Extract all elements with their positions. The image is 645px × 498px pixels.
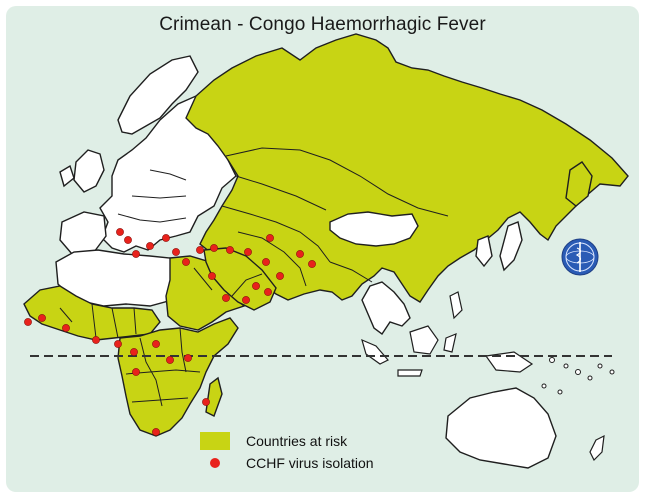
isolation-site-marker [114,340,122,348]
isolation-site-marker [184,354,192,362]
isolation-site-marker [152,340,160,348]
legend-item-countries-at-risk: Countries at risk [200,430,347,452]
region-southeast-asia [361,281,411,336]
isolation-site-marker [296,250,304,258]
isolation-site-marker [172,248,180,256]
region-java [397,369,423,377]
region-sumatra [361,338,389,365]
isolation-site-marker [132,368,140,376]
isolation-site-marker [196,246,204,254]
isolation-site-marker [210,244,218,252]
isolation-site-marker [124,236,132,244]
legend-label: CCHF virus isolation [246,455,374,471]
region-borneo [409,325,439,355]
isolation-site-marker [24,318,32,326]
region-central-southern-africa-at-risk [117,317,239,437]
isolation-site-marker [266,234,274,242]
isolation-site-marker [244,248,252,256]
isolation-site-marker [130,348,138,356]
isolation-site-marker [264,288,272,296]
legend-swatch-at-risk [200,432,230,450]
isolation-site-marker [276,272,284,280]
region-kamchatka [565,161,593,207]
region-australia [445,387,557,469]
region-west-africa-at-risk [23,285,161,341]
isolation-site-marker [146,242,154,250]
isolation-site-marker [202,398,210,406]
isolation-site-marker [182,258,190,266]
region-british-isles [73,149,105,193]
isolation-site-marker [162,234,170,242]
isolation-site-marker [222,294,230,302]
isolation-site-marker [308,260,316,268]
isolation-sites [24,228,316,436]
region-scandinavia [117,55,199,135]
isolation-site-marker [62,324,70,332]
isolation-site-marker [262,258,270,266]
region-ireland [59,164,75,188]
who-emblem [561,238,599,276]
isolation-site-marker [152,428,160,436]
legend-dot-isolation [210,458,220,468]
isolation-site-marker [252,282,260,290]
isolation-site-marker [242,296,250,304]
region-madagascar-at-risk [205,376,223,417]
region-philippines [449,291,463,320]
isolation-site-marker [38,314,46,322]
region-iberia [59,211,107,255]
map-title: Crimean - Congo Haemorrhagic Fever [159,14,486,35]
country-borders [59,147,449,407]
region-sulawesi [443,333,457,353]
isolation-site-marker [226,246,234,254]
region-europe [99,93,237,253]
region-japan [499,221,523,272]
legend-item-virus-isolation: CCHF virus isolation [200,452,374,474]
region-korea [475,235,493,268]
region-new-zealand [589,434,605,462]
isolation-site-marker [92,336,100,344]
pacific-islets [541,357,615,395]
region-mongolia [329,211,419,247]
legend-label: Countries at risk [246,433,348,449]
map-legend: Countries at risk CCHF virus isolation [200,428,412,478]
isolation-site-marker [132,250,140,258]
isolation-site-marker [116,228,124,236]
isolation-site-marker [166,356,174,364]
isolation-site-marker [208,272,216,280]
